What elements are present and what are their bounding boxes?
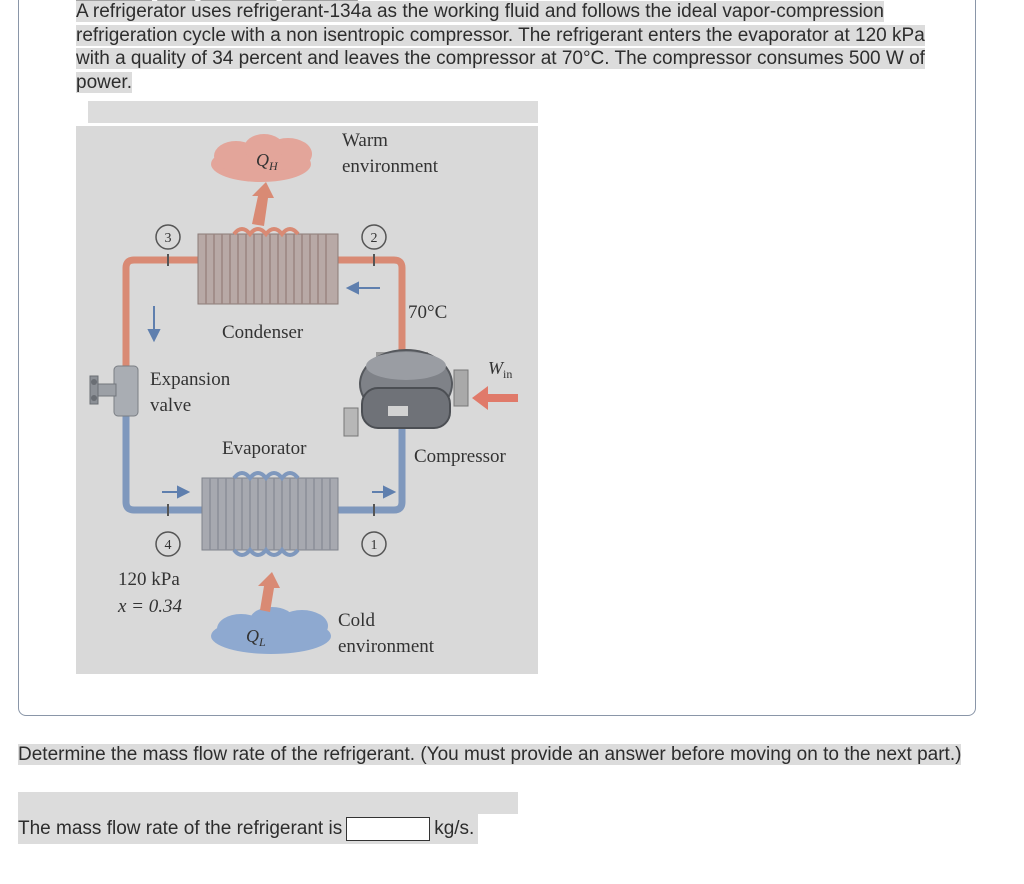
compressor-label: Compressor [414, 446, 507, 467]
compressor-icon [343, 349, 469, 437]
state-3-label: 3 [165, 231, 172, 246]
flow-arrow-right-icon [162, 485, 191, 499]
qh-arrow-icon [252, 182, 274, 226]
state-1-label: 1 [371, 538, 378, 553]
pressure-label: 120 kPa [118, 569, 180, 590]
warm-environment-line1: Warm [342, 130, 388, 151]
ql-arrow-icon [258, 572, 280, 612]
cold-environment-line2: environment [338, 636, 435, 657]
qh-symbol: QH [256, 150, 279, 173]
expansion-valve-line1: Expansion [150, 369, 231, 390]
problem-text: A refrigerator uses refrigerant-134a as … [76, 1, 925, 93]
state-circles [155, 224, 387, 557]
evaporator-coil [201, 471, 339, 557]
condenser-coil [197, 227, 339, 305]
cold-cloud-icon [211, 607, 331, 654]
quality-label: x = 0.34 [117, 596, 183, 617]
question-text: Determine the mass flow rate of the refr… [18, 744, 962, 765]
answer-unit: kg/s. [434, 818, 475, 839]
highlight-gap [88, 101, 538, 123]
win-symbol: Win [488, 358, 512, 381]
highlight-gap [18, 792, 518, 814]
warm-cloud-icon [211, 134, 312, 182]
flow-arrow-up-icon [372, 485, 397, 499]
cold-pipe [122, 416, 406, 514]
state-4-label: 4 [165, 538, 172, 553]
evaporator-label: Evaporator [222, 438, 307, 459]
win-arrow-icon [472, 386, 518, 410]
flow-arrow-down-icon [147, 306, 161, 343]
mass-flow-rate-input[interactable] [346, 817, 431, 841]
answer-row: The mass flow rate of the refrigerant is… [18, 814, 479, 844]
question-statement: Determine the mass flow rate of the refr… [18, 743, 998, 768]
refrigeration-cycle-figure: 3 2 4 1 QH QL Win Warm environment Cold … [76, 126, 538, 674]
state-2-label: 2 [371, 231, 378, 246]
state-ticks [167, 254, 375, 516]
warm-environment-line2: environment [342, 156, 439, 177]
flow-arrow-left-icon [345, 281, 380, 295]
expansion-valve-icon [89, 365, 139, 417]
cold-environment-line1: Cold [338, 610, 375, 631]
ql-symbol: QL [246, 626, 266, 649]
problem-statement: A refrigerator uses refrigerant-134a as … [76, 0, 956, 94]
condenser-label: Condenser [222, 322, 304, 343]
temperature-label: 70°C [408, 302, 447, 323]
hot-pipe [122, 256, 406, 366]
answer-prefix: The mass flow rate of the refrigerant is [18, 818, 343, 839]
expansion-valve-line2: valve [150, 395, 191, 416]
